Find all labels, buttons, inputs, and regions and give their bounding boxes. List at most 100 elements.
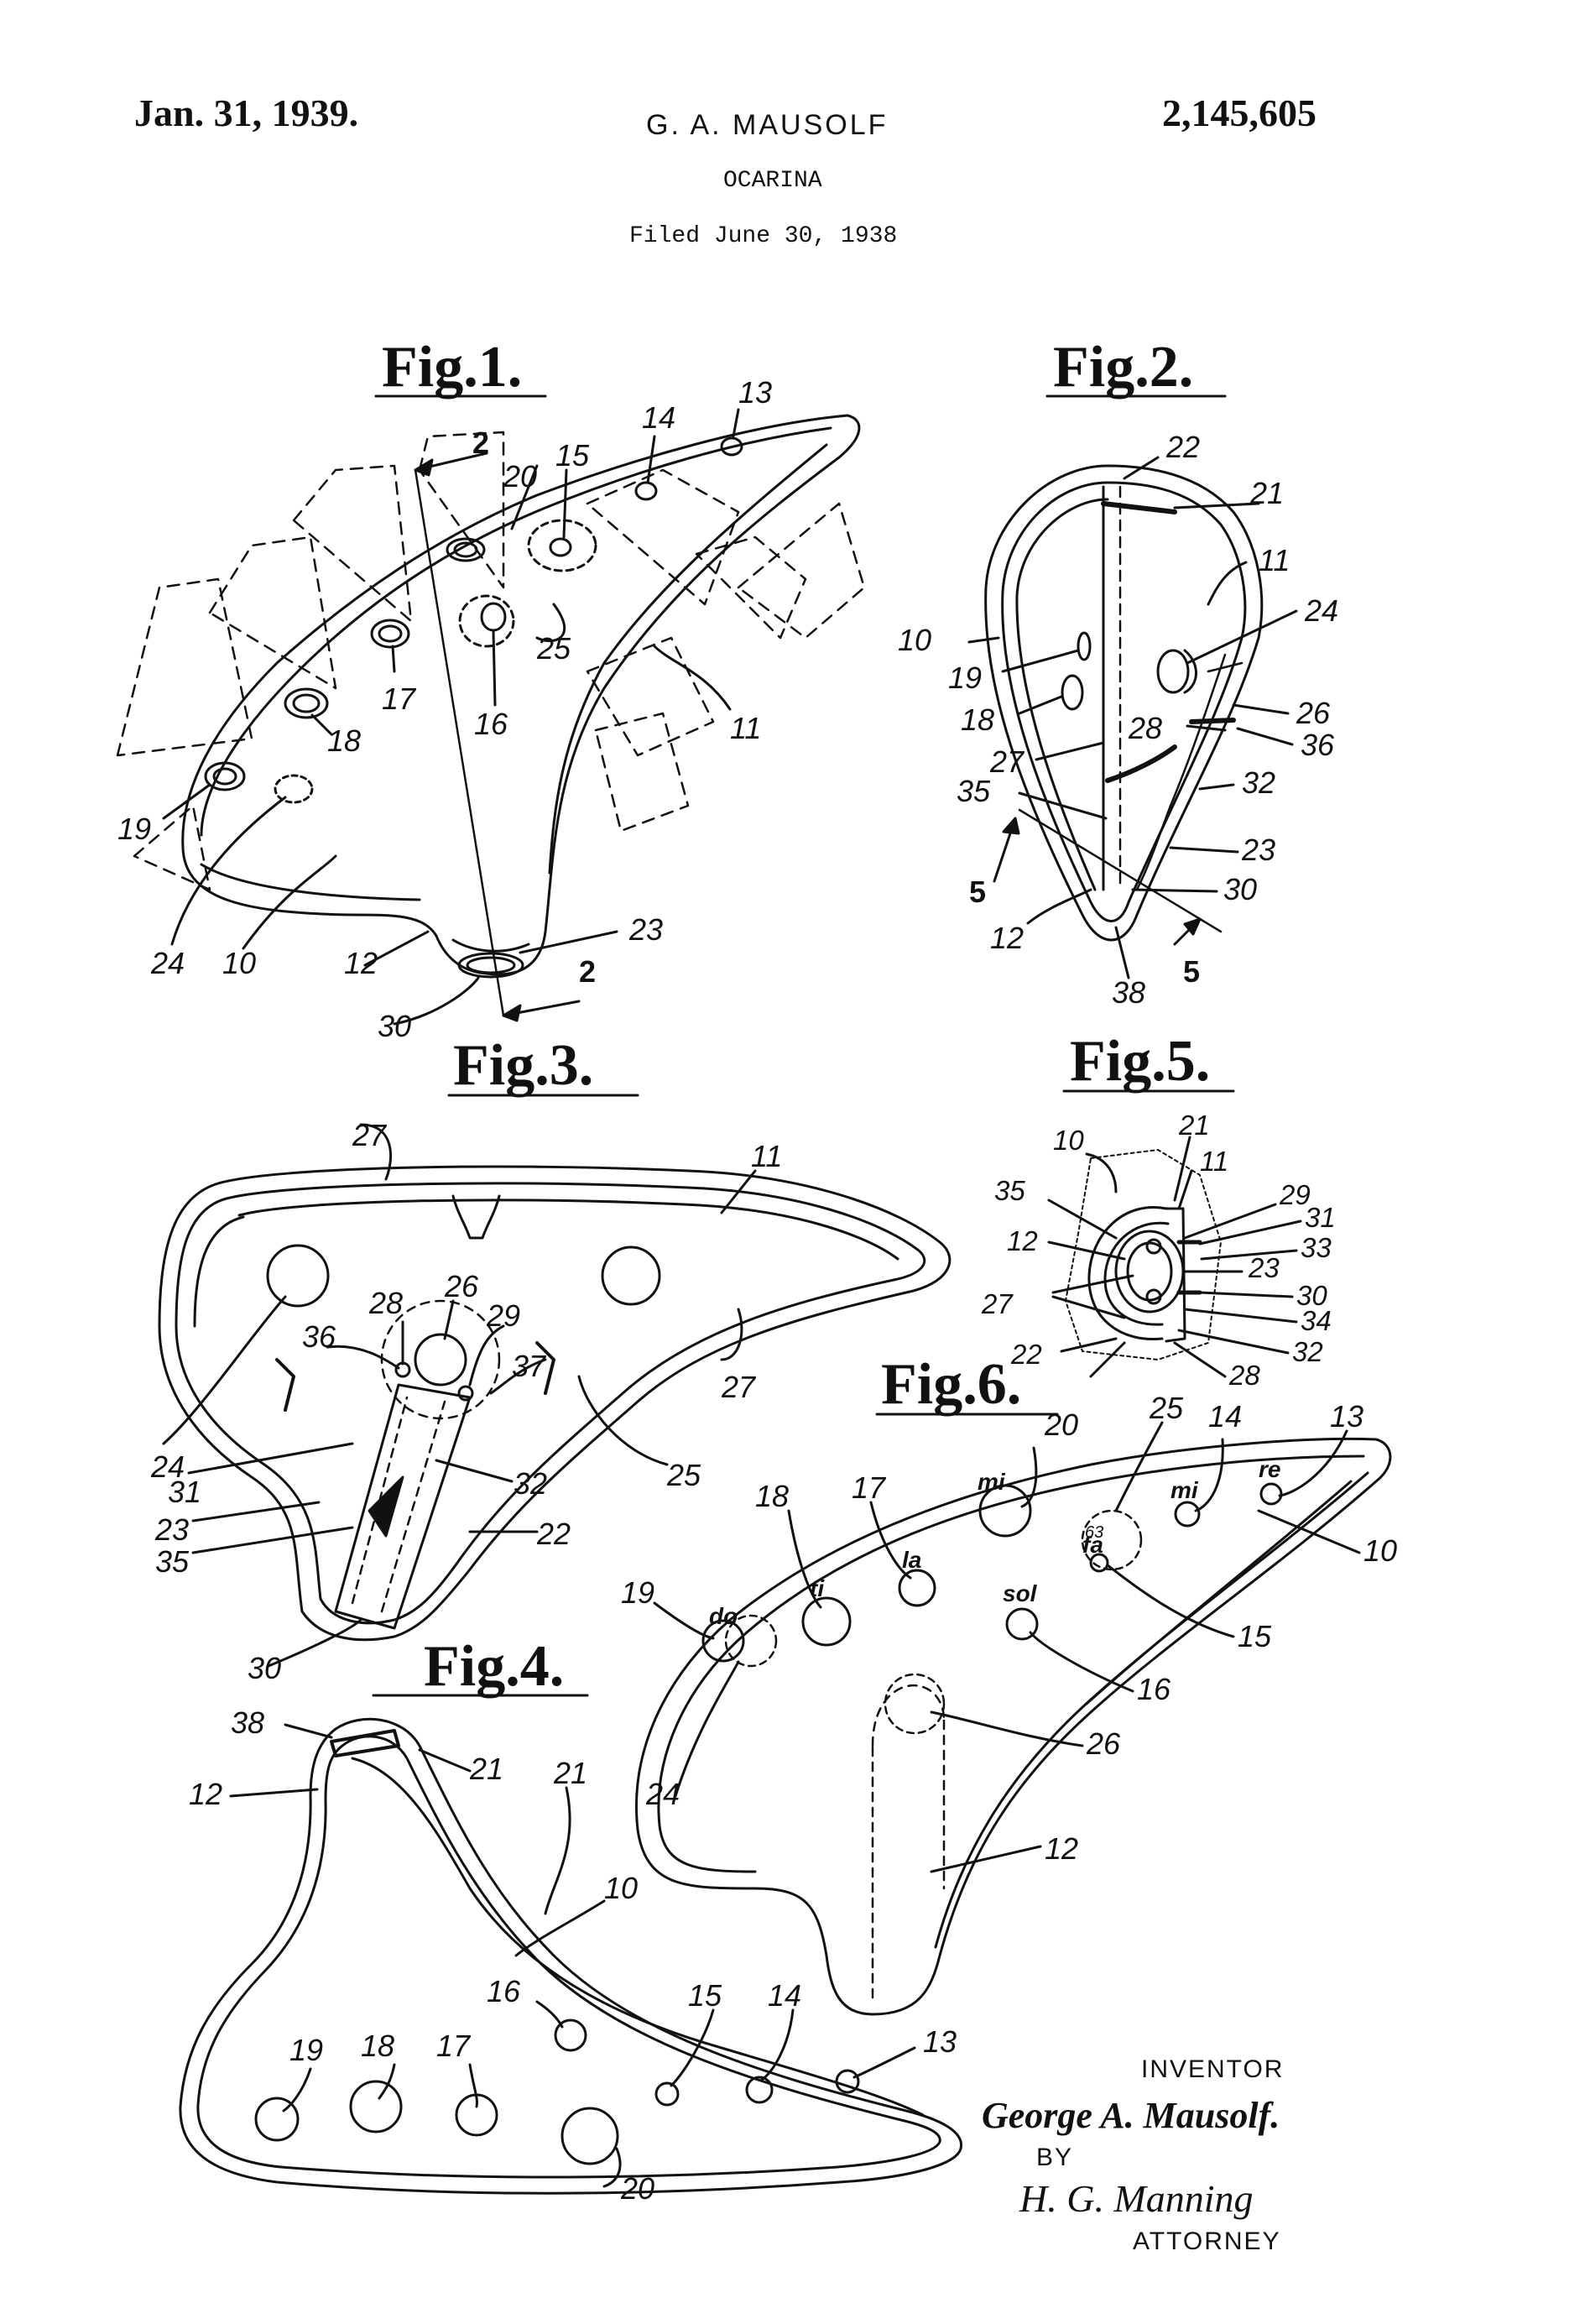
reference-numeral: 24 [150,946,185,980]
reference-numeral: 19 [289,2033,323,2067]
reference-numeral: 32 [514,1466,547,1501]
solfege-label: sol [1003,1580,1038,1606]
reference-numeral: 26 [1086,1726,1121,1761]
reference-numeral: 32 [1292,1336,1323,1367]
reference-numeral: 20 [1044,1407,1078,1442]
reference-numeral: 16 [487,1974,521,2008]
solfege-label: do [709,1603,738,1629]
reference-numeral: 10 [1053,1125,1084,1156]
figure-2-reference-numerals: 22 21 11 10 24 19 18 26 28 36 27 32 35 2… [898,430,1338,1010]
figure-6-label: Fig.6. [881,1352,1021,1417]
reference-numeral: 15 [1238,1619,1272,1653]
reference-numeral: 18 [961,702,994,737]
patent-date: Jan. 31, 1939. [134,91,359,134]
reference-numeral: 21 [1178,1110,1210,1141]
reference-numeral: 22 [1165,430,1200,464]
patent-title: OCARINA [723,168,822,194]
figure-4-label: Fig.4. [424,1634,564,1699]
reference-numeral: 11 [1259,543,1290,577]
reference-numeral: 12 [189,1777,222,1811]
reference-numeral: 36 [302,1319,336,1354]
section-label: 2 [579,954,596,989]
reference-numeral: 30 [248,1651,281,1685]
solfege-label: mi [978,1469,1006,1495]
reference-numeral: 17 [436,2029,472,2063]
reference-numeral: 31 [1305,1202,1336,1233]
figure-3-reference-numerals: 27 11 28 26 36 29 37 27 24 31 32 25 22 2… [150,1118,782,1685]
attorney-signature: H. G. Manning [1019,2177,1254,2220]
reference-numeral: 38 [231,1705,264,1740]
reference-numeral: 27 [721,1370,757,1404]
reference-numeral: 19 [621,1575,654,1610]
reference-numeral: 10 [898,623,931,657]
figure-2-drawing [967,456,1298,979]
reference-numeral: 27 [981,1288,1014,1319]
reference-numeral: 21 [469,1752,503,1786]
reference-numeral: 15 [688,1978,722,2013]
reference-numeral: 20 [503,459,537,494]
reference-numeral: 12 [1045,1831,1078,1866]
signature-block: INVENTOR George A. Mausolf. BY H. G. Man… [982,2055,1284,2255]
reference-numeral: 14 [768,1978,801,2013]
figure-4-reference-numerals: 38 21 12 21 10 15 14 16 13 19 18 17 20 [189,1705,957,2206]
reference-numeral: 17 [852,1470,887,1505]
figure-3-label: Fig.3. [453,1033,593,1098]
reference-numeral: 10 [1363,1533,1397,1568]
figure-1-drawing [116,408,866,1026]
reference-numeral: 12 [344,946,378,980]
reference-numeral: 18 [327,723,361,758]
reference-numeral: 11 [730,711,761,745]
figure-6-drawing [635,1421,1392,2016]
solfege-label: re [1259,1456,1280,1482]
reference-numeral: 29 [486,1298,520,1333]
figure-2-label: Fig.2. [1053,335,1193,400]
reference-numeral: 63 [1085,1523,1103,1542]
inventor-caption: INVENTOR [1141,2055,1284,2083]
solfege-label: la [902,1547,921,1573]
figure-3-drawing [158,1123,952,1668]
reference-numeral: 10 [604,1871,638,1905]
reference-numeral: 24 [645,1777,680,1811]
reference-numeral: 16 [1137,1672,1171,1706]
reference-numeral: 31 [168,1475,201,1509]
reference-numeral: 13 [923,2024,957,2059]
reference-numeral: 27 [352,1118,388,1152]
reference-numeral: 24 [1304,593,1338,628]
reference-numeral: 19 [117,812,151,846]
reference-numeral: 11 [751,1139,782,1173]
figure-5-reference-numerals: 21 10 11 29 31 35 33 12 23 30 34 27 32 2… [981,1110,1336,1391]
reference-numeral: 28 [1128,711,1162,745]
reference-numeral: 19 [948,661,982,695]
reference-numeral: 35 [957,774,991,808]
reference-numeral: 16 [474,707,508,741]
reference-numeral: 15 [555,438,590,473]
figure-4-drawing [179,1717,962,2195]
section-label: 5 [1183,954,1200,989]
solfege-label: fa [1082,1532,1103,1558]
figure-1-reference-numerals: 2 20 15 14 13 17 16 25 11 18 19 24 10 12… [117,375,772,1043]
solfege-label: mi [1171,1477,1199,1503]
reference-numeral: 33 [1301,1232,1332,1263]
reference-numeral: 20 [620,2171,654,2206]
reference-numeral: 37 [512,1349,547,1383]
reference-numeral: 32 [1242,765,1275,800]
reference-numeral: 25 [1149,1391,1184,1425]
reference-numeral: 27 [989,744,1025,779]
reference-numeral: 38 [1112,975,1145,1010]
reference-numeral: 30 [378,1009,411,1043]
attorney-caption: ATTORNEY [1133,2227,1281,2255]
by-caption: BY [1036,2144,1073,2171]
reference-numeral: 28 [368,1286,403,1320]
reference-numeral: 13 [1330,1399,1363,1434]
reference-numeral: 13 [738,375,772,410]
reference-numeral: 22 [536,1517,571,1551]
inventor-name: G. A. MAUSOLF [646,109,889,141]
section-label: 2 [472,426,489,460]
reference-numeral: 30 [1223,872,1257,906]
reference-numeral: 35 [155,1544,190,1579]
reference-numeral: 24 [150,1449,185,1484]
reference-numeral: 30 [1296,1280,1327,1311]
reference-numeral: 12 [1007,1225,1038,1256]
